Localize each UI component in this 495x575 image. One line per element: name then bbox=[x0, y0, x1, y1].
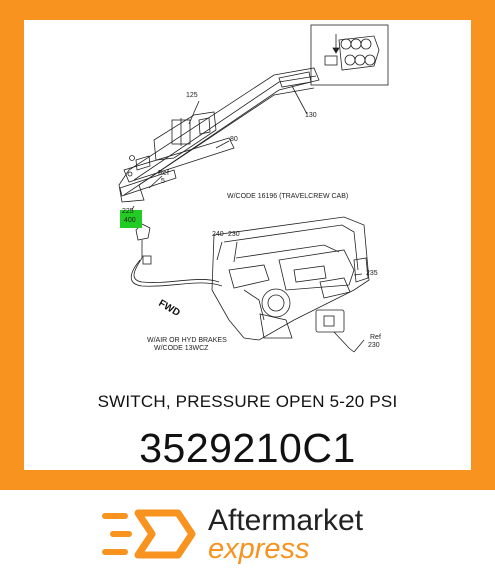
callout-235: 235 bbox=[366, 270, 378, 277]
highlight-box bbox=[120, 210, 142, 228]
brand-word-aftermarket: Aftermarket bbox=[208, 504, 364, 537]
note-travelcrew-cab: W/CODE 16196 (TRAVELCREW CAB) bbox=[227, 193, 349, 200]
note-brakes-line2: W/CODE 13WCZ bbox=[154, 345, 209, 352]
product-name: SWITCH, PRESSURE OPEN 5-20 PSI bbox=[97, 392, 398, 411]
callout-225: 225 bbox=[122, 208, 134, 215]
product-panel: 125 130 80 Ref 5 225 400 W/CODE 16196 (T… bbox=[24, 20, 471, 471]
parts-diagram-drawing bbox=[118, 24, 389, 353]
callout-240: 240 bbox=[212, 231, 224, 238]
callout-ref-5-line2: 5 bbox=[161, 178, 165, 185]
callout-130: 130 bbox=[305, 112, 317, 119]
aftermarket-express-logo: Aftermarket express bbox=[100, 503, 400, 565]
callout-125: 125 bbox=[186, 92, 198, 99]
callout-ref-5-line1: Ref bbox=[158, 170, 169, 177]
brand-word-express: express bbox=[208, 533, 310, 565]
callout-400: 400 bbox=[124, 217, 136, 224]
callout-ref-230-line1: Ref bbox=[370, 334, 381, 341]
express-arrow-icon bbox=[102, 509, 196, 559]
callout-230: 230 bbox=[228, 231, 240, 238]
parts-diagram: 125 130 80 Ref 5 225 400 W/CODE 16196 (T… bbox=[24, 20, 471, 365]
callout-80: 80 bbox=[230, 136, 238, 143]
callout-ref-230-line2: 230 bbox=[368, 342, 380, 349]
part-number: 3529210C1 bbox=[139, 425, 356, 471]
note-brakes-line1: W/AIR OR HYD BRAKES bbox=[147, 337, 227, 344]
